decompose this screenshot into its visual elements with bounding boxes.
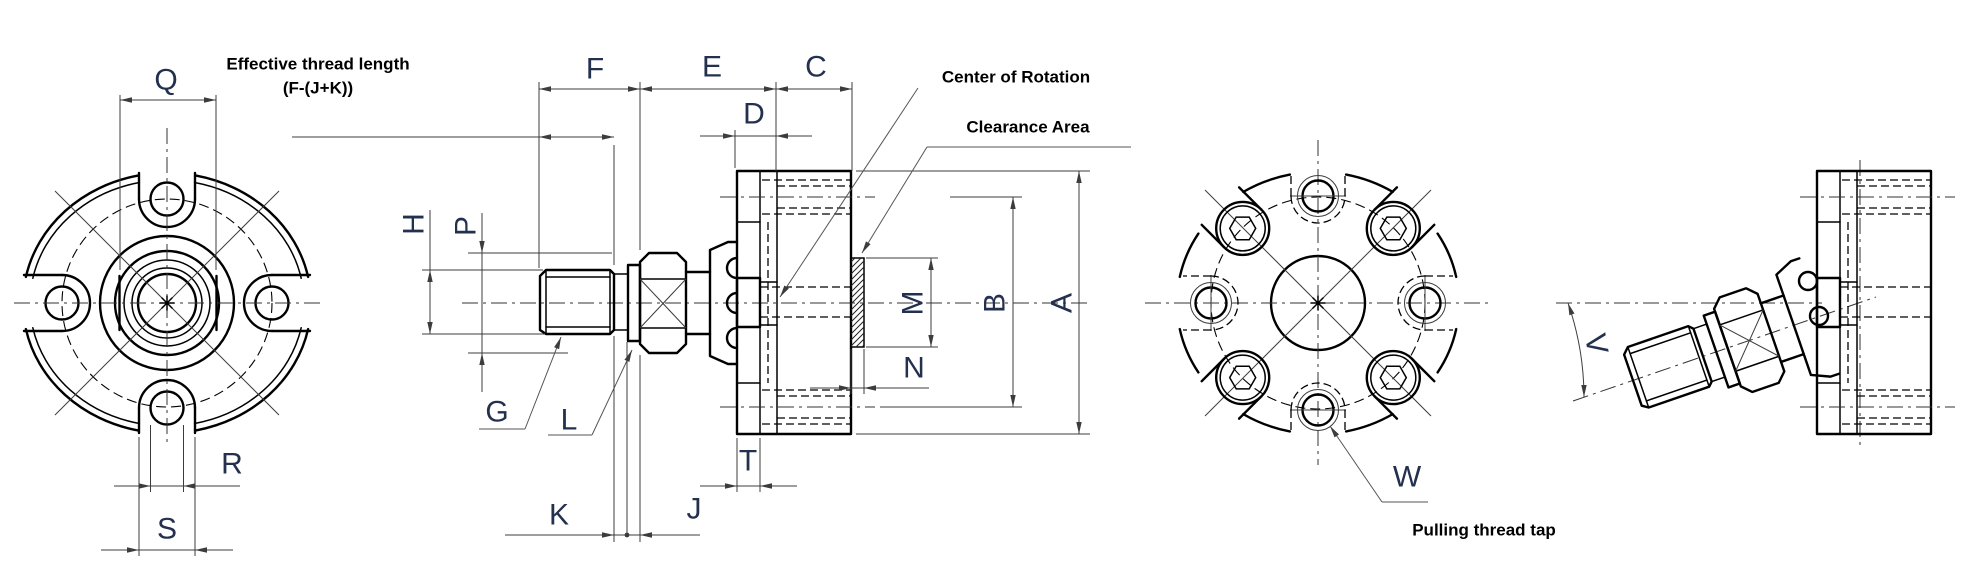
dim-V: V (1567, 302, 1614, 398)
dim-N: N (810, 349, 929, 394)
dim-label-V: V (1578, 331, 1614, 356)
body-outer-rim (1178, 173, 1458, 433)
flange-outer-rim (24, 174, 310, 432)
dim-label-K: K (549, 499, 569, 532)
callout-clearance-area: Clearance Area (861, 118, 1131, 254)
dim-F: F (538, 53, 641, 268)
dim-label-E: E (702, 51, 722, 84)
pull-tap-hole-bottom (1290, 382, 1346, 432)
pull-tap-hole-right (1397, 275, 1453, 331)
bolt-pitch-circle (61, 198, 273, 408)
clevis-ear-hole (1808, 305, 1830, 327)
rod-assembly-tilted (1615, 257, 1841, 429)
center-of-rotation-text: Center of Rotation (942, 68, 1090, 87)
dim-label-G: G (485, 396, 508, 429)
socket-screw-ne (1365, 186, 1436, 257)
dim-label-D: D (743, 98, 765, 131)
dim-label-H: H (398, 213, 431, 235)
side-view: F E C Effective thread length (F-(J+K)) … (226, 51, 1131, 542)
dim-effective-thread-length: Effective thread length (F-(J+K)) (226, 55, 615, 265)
dim-label-L: L (561, 404, 578, 437)
body-rear-view: W Pulling thread tap (1145, 140, 1556, 540)
centerlines (14, 128, 320, 447)
dim-K-J: K J (505, 336, 702, 542)
dim-label-S: S (157, 513, 177, 546)
pull-tap-hole-left (1183, 275, 1239, 331)
dim-D: D (700, 98, 812, 168)
callout-center-of-rotation: Center of Rotation (779, 68, 1090, 298)
dim-label-W: W (1393, 461, 1422, 494)
socket-screw-sw (1200, 349, 1271, 420)
dim-label-Q: Q (154, 64, 177, 97)
dim-C: C (776, 51, 853, 171)
dim-label-R: R (221, 448, 243, 481)
center-mark (159, 295, 175, 311)
socket-screw-se (1365, 349, 1436, 420)
dim-label-F: F (586, 53, 604, 86)
dim-label-T: T (739, 445, 757, 478)
dim-label-N: N (903, 352, 925, 385)
center-mark (1310, 295, 1326, 311)
dim-label-C: C (805, 51, 827, 84)
dim-label-B: B (979, 293, 1012, 313)
tilted-side-view: V (1556, 160, 1957, 448)
socket-screw-nw (1200, 186, 1271, 257)
dim-R: R (114, 425, 243, 492)
dim-label-P: P (450, 216, 483, 236)
leader-G: G (479, 336, 562, 430)
dim-label-J: J (687, 493, 702, 526)
dim-T: T (700, 438, 797, 492)
clearance-area-hatch (850, 257, 865, 348)
pulling-thread-tap-text: Pulling thread tap (1412, 521, 1556, 540)
dim-M: M (866, 257, 938, 348)
leader-W: W Pulling thread tap (1329, 425, 1556, 540)
clearance-area-text: Clearance Area (966, 118, 1090, 137)
pull-tap-hole-top (1290, 174, 1346, 224)
adapter-body (718, 169, 877, 436)
dim-S: S (101, 437, 233, 556)
dim-A: A (856, 170, 1090, 435)
tilted-axis (1572, 296, 1877, 402)
dim-B: B (880, 196, 1022, 408)
effective-thread-length-text: Effective thread length (226, 55, 409, 74)
dim-P: P (450, 213, 612, 392)
dim-label-A: A (1046, 293, 1079, 313)
dim-label-M: M (897, 291, 930, 316)
flange-front-view: Q R S (14, 64, 320, 556)
dim-Q: Q (119, 64, 217, 270)
leader-L: L (548, 349, 633, 437)
clevis-notches (725, 256, 739, 350)
flange-chamfer-rim (32, 181, 302, 425)
clevis-ear-hole (1797, 270, 1819, 292)
adapter-body-right (1798, 169, 1957, 436)
centerlines (1145, 140, 1492, 465)
dim-E: E (640, 51, 777, 171)
effective-thread-formula-text: (F-(J+K)) (283, 79, 353, 98)
